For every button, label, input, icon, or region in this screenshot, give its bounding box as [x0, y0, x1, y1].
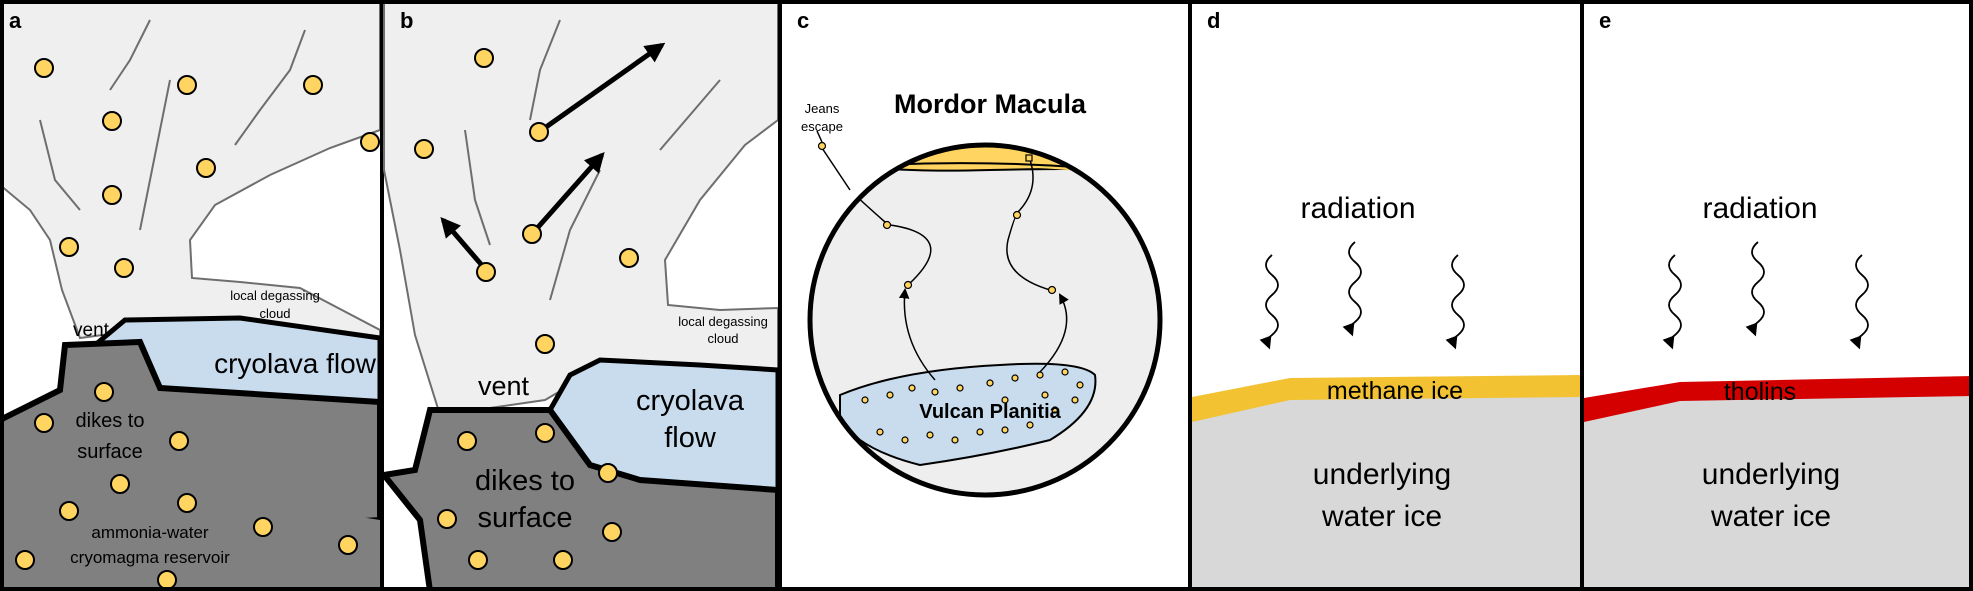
degassing-cloud	[0, 0, 381, 342]
particle	[474, 48, 494, 68]
panel-d: d radiation methane ice underlying water…	[1192, 8, 1580, 591]
substrate-label-d-1: underlying	[1313, 458, 1451, 491]
panel-c: c Mordor Macula Jeans escape	[797, 8, 1163, 498]
panel-e: e radiation tholins underlying water ice	[1584, 8, 1973, 591]
particle	[468, 550, 488, 570]
arrow-up-right-large	[537, 42, 666, 135]
vulcan-planitia-label: Vulcan Planitia	[919, 401, 1061, 423]
panel-b: b vent local degassing cloud cryolava fl…	[378, 0, 781, 591]
dikes-label-b-2: surface	[477, 502, 572, 534]
particle	[522, 224, 542, 244]
panel-letter-c: c	[797, 8, 809, 33]
degassing-label-a-2: cloud	[259, 306, 290, 321]
panel-letter-d: d	[1207, 8, 1220, 33]
charon-disk	[807, 142, 1163, 498]
particle	[169, 431, 189, 451]
particle	[94, 382, 114, 402]
jeans-escape-label-1: Jeans	[805, 101, 840, 116]
particle	[414, 139, 434, 159]
particle	[529, 122, 549, 142]
water-ice-d	[1192, 392, 1580, 591]
particle	[535, 334, 555, 354]
particle	[59, 237, 79, 257]
particle	[177, 493, 197, 513]
particle	[157, 570, 177, 590]
particle	[619, 248, 639, 268]
particle	[177, 75, 197, 95]
particle	[338, 535, 358, 555]
particle	[110, 474, 130, 494]
particle	[602, 522, 622, 542]
radiation-label-e: radiation	[1702, 192, 1817, 225]
methane-ice-label: methane ice	[1327, 377, 1463, 405]
panel-letter-b: b	[400, 8, 413, 33]
water-ice-e	[1584, 395, 1973, 591]
degassing-label-a-1: local degassing	[230, 288, 320, 303]
particle	[196, 158, 216, 178]
particle	[59, 501, 79, 521]
particles-a	[15, 58, 380, 590]
particle	[253, 517, 273, 537]
reservoir-body	[0, 445, 380, 591]
particle	[598, 463, 618, 483]
tholins-label: tholins	[1724, 378, 1796, 406]
particle	[102, 185, 122, 205]
particle	[102, 111, 122, 131]
particle	[34, 413, 54, 433]
arrow-up-right-small	[530, 152, 605, 236]
panel-letter-a: a	[9, 8, 22, 33]
particle	[437, 509, 457, 529]
cryolava-label-b-2: flow	[664, 422, 717, 454]
radiation-label-d: radiation	[1300, 192, 1415, 225]
degassing-label-b-1: local degassing	[678, 314, 768, 329]
dikes-label-a-1: dikes to	[76, 410, 145, 432]
dikes-label-b-1: dikes to	[475, 465, 575, 497]
radiation-waves-e	[1662, 241, 1869, 350]
particle	[114, 258, 134, 278]
panel-a: a vent local degassing cloud cryolava fl…	[0, 0, 383, 591]
particle	[553, 550, 573, 570]
particles-b	[414, 48, 639, 570]
mordor-macula-title: Mordor Macula	[894, 89, 1087, 119]
substrate-label-d-2: water ice	[1321, 500, 1442, 533]
reservoir-label-1: ammonia-water	[91, 523, 208, 542]
eruption-arrows	[440, 42, 666, 272]
cryolava-label-b-1: cryolava	[636, 385, 745, 417]
particle	[535, 423, 555, 443]
particle	[303, 75, 323, 95]
substrate-label-e-2: water ice	[1710, 500, 1831, 533]
arrow-up-left	[440, 216, 488, 272]
panel-letter-e: e	[1599, 8, 1611, 33]
methane-ice-layer	[1192, 375, 1580, 422]
particle	[457, 431, 477, 451]
particle	[360, 132, 380, 152]
radiation-waves-d	[1259, 241, 1465, 350]
dikes-label-a-2: surface	[77, 441, 143, 463]
particle	[476, 262, 496, 282]
degassing-label-b-2: cloud	[707, 331, 738, 346]
cryolava-label-a: cryolava flow	[214, 348, 377, 379]
vulcan-dots	[861, 368, 1084, 444]
jeans-escape-label-2: escape	[801, 119, 843, 134]
vent-label-a: vent	[73, 320, 110, 341]
particle	[15, 550, 35, 570]
vent-label-b: vent	[478, 371, 530, 401]
particle	[34, 58, 54, 78]
reservoir-label-2: cryomagma reservoir	[70, 548, 230, 567]
substrate-label-e-1: underlying	[1702, 458, 1840, 491]
tholins-layer	[1584, 376, 1973, 422]
